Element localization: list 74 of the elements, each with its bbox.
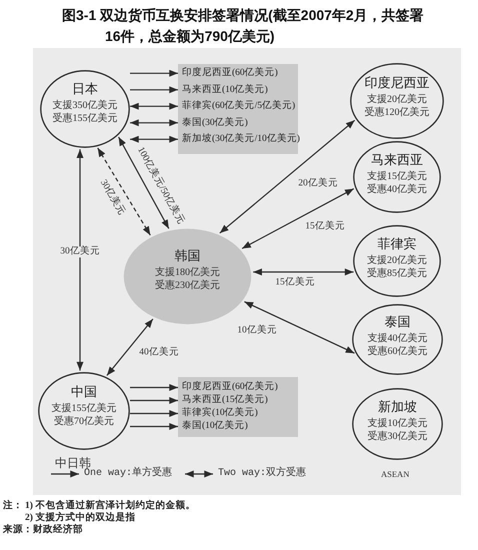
- country-name: 泰国: [384, 313, 410, 330]
- note-label: 注：: [3, 501, 23, 512]
- double-arrow: [118, 136, 170, 229]
- agreement-item: 马来西亚(15亿美元): [178, 394, 298, 407]
- legend-text: Two way:双方受惠: [218, 468, 306, 480]
- double-arrow: [244, 301, 355, 354]
- agreement-item: 菲律宾(10亿美元): [178, 407, 298, 420]
- country-ellipse: [353, 225, 441, 297]
- agreement-item: 菲律宾(60亿美元/5亿美元): [178, 98, 298, 114]
- arrow: [130, 70, 178, 77]
- double-arrow: [130, 102, 178, 110]
- support-amount: 支援350亿美元: [52, 99, 118, 112]
- country-ellipse: [38, 372, 130, 450]
- country-ellipse: [350, 63, 444, 139]
- figure-title: 图3-1 双边货币互换安排签署情况(截至2007年2月，共签署16件，总金额为790亿美元): [62, 6, 425, 46]
- arrow: [130, 86, 178, 94]
- agreement-item: 印度尼西亚(60亿美元): [178, 381, 298, 394]
- benefit-amount: 受惠40亿美元: [367, 183, 427, 196]
- edge-label: 10亿美元: [235, 326, 279, 336]
- country-ellipse: [352, 388, 443, 460]
- double-arrow: [76, 149, 84, 371]
- edge-label: 15亿美元: [303, 222, 347, 232]
- agreement-item: 泰国(10亿美元): [178, 420, 298, 433]
- support-amount: 支援10亿美元: [368, 417, 428, 430]
- arrow: [130, 423, 178, 430]
- country-ellipse: [353, 141, 441, 213]
- country-ellipse: [352, 304, 443, 375]
- benefit-amount: 受惠230亿美元: [155, 279, 220, 292]
- source-text: 来源：财政经济部: [3, 525, 83, 536]
- arrow: [130, 384, 178, 391]
- legend-text: One way:单方受惠: [84, 468, 172, 480]
- country-name: 新加坡: [378, 398, 417, 415]
- benefit-amount: 受惠120亿美元: [364, 106, 430, 119]
- benefit-amount: 受惠30亿美元: [368, 430, 428, 443]
- arrow: [130, 397, 178, 404]
- edge-label: 40亿美元: [137, 348, 181, 358]
- country-name: 韩国: [174, 247, 200, 264]
- agreement-list-panel: [178, 64, 298, 154]
- country-ellipse: [123, 228, 252, 325]
- arrow: [130, 410, 178, 417]
- country-name: 日本: [72, 80, 98, 97]
- double-arrow: [253, 268, 354, 276]
- edge-label: 30亿美元: [58, 246, 102, 258]
- agreement-list-panel: [178, 377, 298, 437]
- benefit-amount: 受惠85亿美元: [367, 267, 427, 280]
- group-label: ASEAN: [381, 469, 410, 479]
- dashed-double-arrow: [97, 148, 151, 236]
- edge-label: 15亿美元: [273, 278, 317, 288]
- note-text: 1) 不包含通过新宫泽计划约定的金额。: [25, 501, 196, 512]
- country-name: 印度尼西亚: [364, 74, 430, 91]
- country-name: 中国: [71, 383, 97, 400]
- agreement-item: 印度尼西亚(60亿美元): [178, 65, 298, 82]
- support-amount: 支援15亿美元: [367, 170, 427, 183]
- benefit-amount: 受惠60亿美元: [368, 345, 428, 358]
- support-amount: 支援180亿美元: [155, 266, 220, 279]
- agreement-item: 马来西亚(10亿美元): [178, 82, 298, 98]
- country-name: 马来西亚: [371, 151, 423, 168]
- double-arrow: [106, 318, 154, 376]
- benefit-amount: 受惠155亿美元: [52, 112, 118, 125]
- agreement-item: 泰国(30亿美元): [178, 114, 298, 131]
- support-amount: 支援20亿美元: [367, 254, 427, 267]
- country-ellipse: [40, 70, 130, 148]
- support-amount: 支援40亿美元: [368, 332, 428, 345]
- double-arrow: [130, 119, 178, 126]
- double-arrow: [130, 136, 178, 143]
- support-amount: 支援20亿美元: [367, 93, 427, 106]
- support-amount: 支援155亿美元: [52, 402, 116, 415]
- note-text: 2) 支援方式中的双边是指: [25, 513, 136, 524]
- group-label: 中日韩: [55, 456, 91, 470]
- edge-label: 20亿美元: [296, 178, 340, 190]
- double-arrow: [219, 120, 356, 234]
- double-arrow: [242, 188, 354, 250]
- benefit-amount: 受惠70亿美元: [54, 415, 114, 428]
- country-name: 菲律宾: [378, 235, 416, 252]
